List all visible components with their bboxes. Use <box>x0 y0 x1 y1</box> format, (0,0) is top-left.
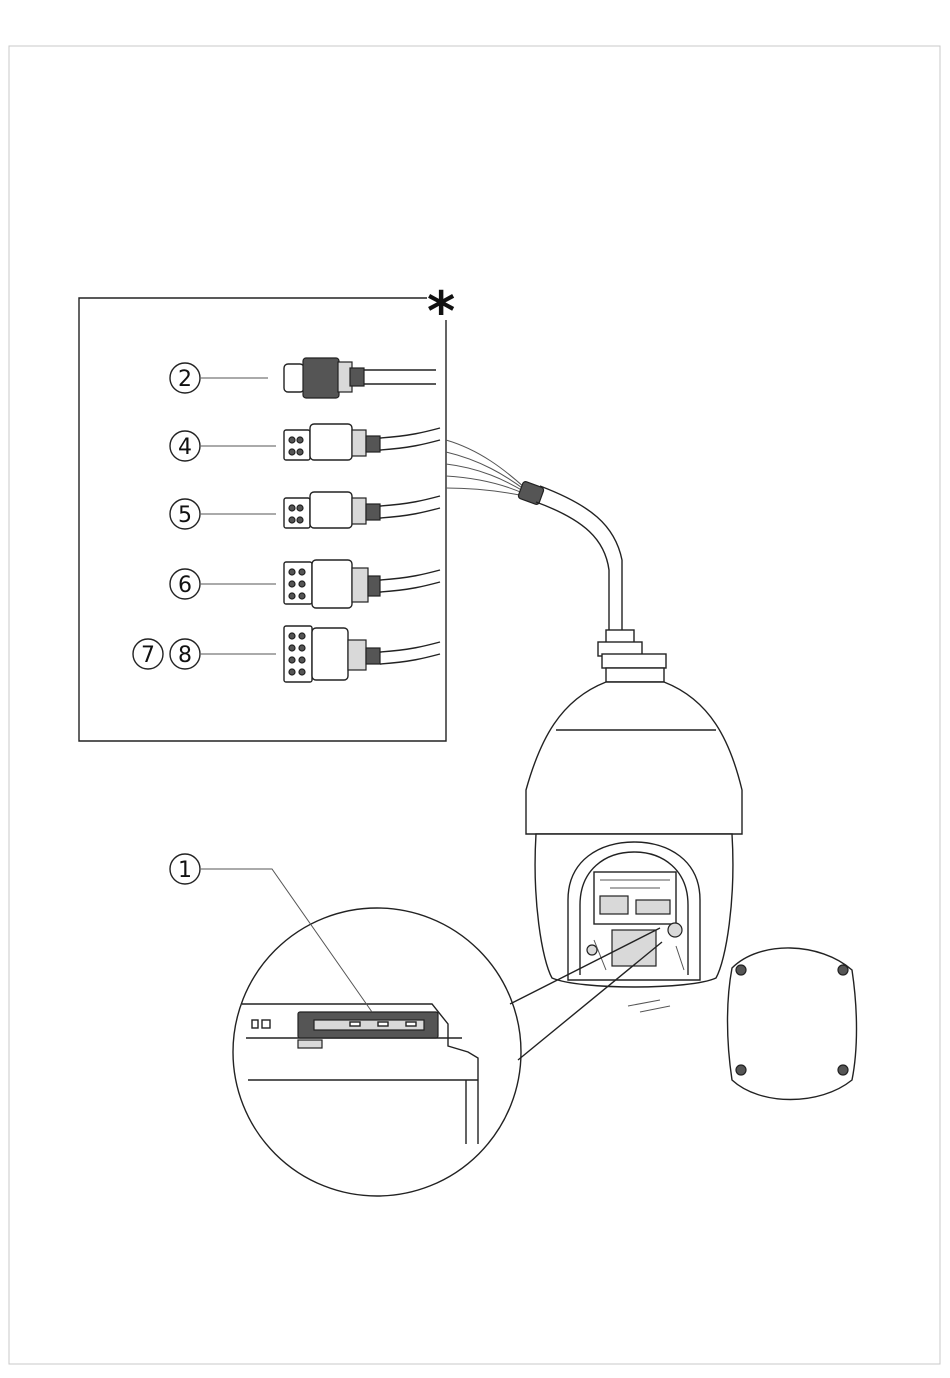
terminal-connector-6 <box>284 560 440 608</box>
callout-2: 2 <box>170 363 268 393</box>
svg-text:5: 5 <box>178 503 192 528</box>
callout-4: 4 <box>170 431 276 461</box>
svg-text:4: 4 <box>178 435 192 460</box>
page-frame <box>9 46 940 1364</box>
terminal-connector-4 <box>284 424 440 460</box>
terminal-connector-5 <box>284 492 440 528</box>
svg-text:8: 8 <box>178 643 192 668</box>
svg-text:6: 6 <box>178 573 192 598</box>
cover-plate <box>728 948 857 1100</box>
network-connector <box>284 358 436 398</box>
callout-7-8: 7 8 <box>133 639 276 669</box>
callout-6: 6 <box>170 569 276 599</box>
asterisk-marker: * <box>427 280 455 343</box>
svg-text:1: 1 <box>178 858 192 883</box>
terminal-connector-7-8 <box>284 626 440 682</box>
cable-bundle <box>446 440 622 630</box>
svg-text:7: 7 <box>141 643 155 668</box>
cable-inset-box: * <box>79 280 455 741</box>
ptz-camera <box>526 630 742 1012</box>
callout-5: 5 <box>170 499 276 529</box>
svg-text:2: 2 <box>178 367 192 392</box>
